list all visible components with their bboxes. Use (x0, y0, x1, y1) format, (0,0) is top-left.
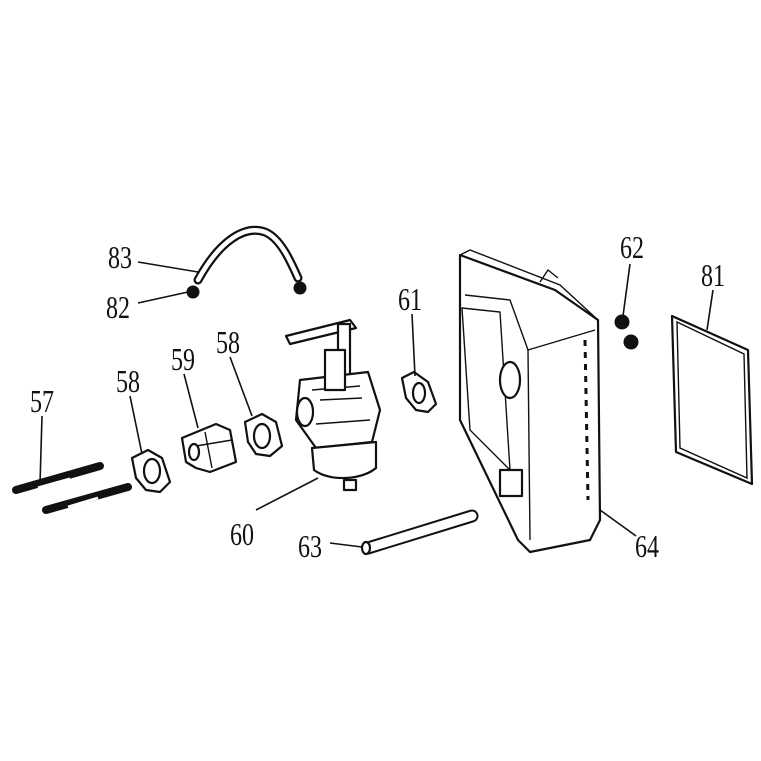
label-58-left: 58 (116, 365, 140, 400)
label-83: 83 (108, 241, 132, 276)
part-82-hose-clamp (186, 281, 307, 299)
part-62-nuts (614, 314, 639, 350)
part-59-insulator (180, 422, 238, 474)
label-81: 81 (701, 259, 725, 294)
part-57-studs (12, 462, 132, 514)
callout-labels: 83 82 57 58 59 58 60 61 62 63 64 81 (30, 231, 725, 565)
part-61-gasket (400, 370, 438, 414)
label-64: 64 (635, 530, 659, 565)
label-59: 59 (171, 343, 195, 378)
part-60-carburetor (284, 318, 382, 492)
part-58-gasket-middle (243, 412, 284, 458)
part-64-air-filter-housing (458, 249, 602, 554)
part-58-gasket-left (130, 448, 172, 494)
label-60: 60 (230, 518, 254, 553)
label-62: 62 (620, 231, 644, 266)
label-58-middle: 58 (216, 326, 240, 361)
label-63: 63 (298, 530, 322, 565)
leader-lines (39, 261, 714, 548)
part-83-fuel-hose (193, 225, 303, 285)
part-63-tube (360, 509, 479, 556)
label-57: 57 (30, 385, 54, 420)
label-82: 82 (106, 291, 130, 326)
part-81-filter-element (670, 314, 754, 486)
label-61: 61 (398, 283, 422, 318)
